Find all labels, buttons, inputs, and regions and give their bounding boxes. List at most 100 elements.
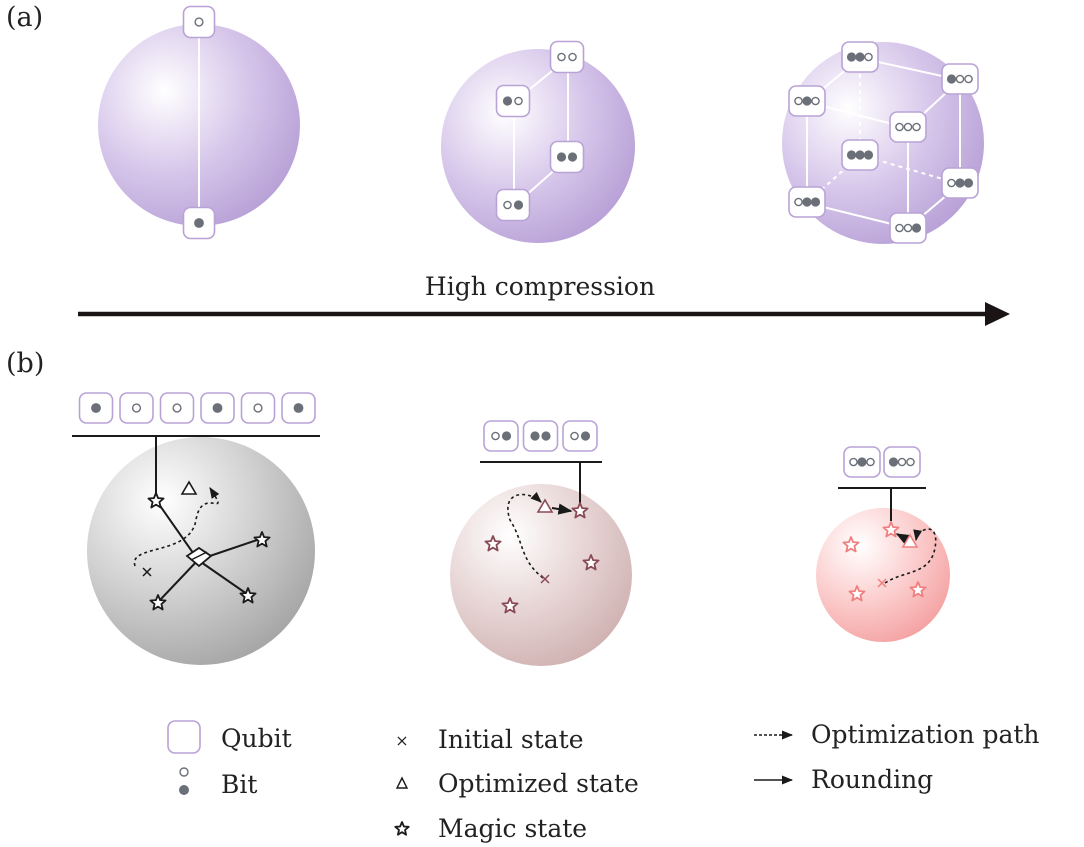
magic-state-star-icon	[882, 521, 900, 538]
optimized-state-triangle-icon	[180, 480, 198, 495]
bit-empty-icon	[947, 178, 956, 188]
bit-filled-icon	[911, 223, 922, 233]
bit-filled-icon	[857, 457, 867, 467]
magic-state-star-icon	[394, 821, 410, 836]
legend-qubit-label: Qubit	[221, 724, 292, 753]
bit-filled-icon	[567, 152, 578, 162]
sphere-two-qubit	[441, 49, 635, 243]
bit-empty-icon	[794, 197, 803, 207]
initial-state-cross-icon	[877, 578, 887, 588]
bit-empty-icon	[557, 52, 566, 62]
magic-state-star-icon	[842, 536, 860, 553]
legend-qubit-swatch	[167, 720, 201, 754]
magic-state-star-icon	[239, 587, 257, 604]
legend-star-icon	[394, 821, 410, 836]
bit-empty-icon	[570, 431, 579, 441]
qubit-tile	[889, 212, 927, 244]
bit-empty-icon	[568, 52, 577, 62]
legend-initial-label: Initial state	[438, 725, 583, 754]
qubit-tile	[788, 186, 826, 218]
bit-filled-icon	[888, 457, 899, 467]
bit-filled-icon	[530, 431, 540, 441]
bit-filled-icon	[802, 96, 812, 106]
qubit-tile	[522, 420, 559, 452]
qubit-tile	[495, 188, 531, 222]
panel-label-a: (a)	[6, 2, 43, 33]
qubit-tile	[240, 392, 276, 424]
bit-empty-icon	[849, 457, 858, 467]
qubit-tile	[843, 446, 881, 478]
qubit-tile	[549, 140, 585, 174]
qubit-tile	[483, 420, 519, 452]
qubit-tile	[78, 392, 114, 424]
legend-magic-label: Magic state	[438, 814, 587, 843]
legend-bit-empty-icon	[179, 767, 189, 777]
legend-path-label: Optimization path	[811, 720, 1040, 749]
qubit-tile	[889, 111, 927, 143]
legend-optimized-label: Optimized state	[438, 769, 639, 798]
magic-state-star-icon	[484, 535, 502, 552]
bit-filled-icon	[293, 403, 304, 413]
bit-filled-icon	[502, 96, 513, 106]
bit-filled-icon	[513, 200, 524, 210]
bit-empty-icon	[253, 403, 263, 413]
initial-state-cross-icon	[142, 567, 152, 577]
qubit-tile	[182, 206, 216, 240]
bit-empty-icon	[194, 17, 204, 27]
bit-filled-icon	[580, 431, 591, 441]
magic-state-star-icon	[848, 585, 866, 602]
optimization-path	[507, 491, 544, 579]
bit-empty-icon	[514, 96, 523, 106]
legend-cross-icon: ×	[395, 731, 408, 750]
bit-filled-icon	[212, 403, 223, 413]
qubit-tile	[281, 392, 316, 424]
legend-rounding-label: Rounding	[811, 765, 933, 794]
magic-state-star-icon	[909, 581, 927, 598]
bit-filled-icon	[846, 150, 857, 160]
bit-empty-icon	[491, 431, 500, 441]
qubit-tile	[841, 41, 879, 73]
bit-empty-icon	[866, 457, 875, 467]
qubit-tile	[941, 167, 979, 199]
compression-arrow-head	[985, 302, 1010, 326]
bit-empty-icon	[794, 96, 803, 106]
bit-empty-icon	[864, 52, 873, 62]
bit-filled-icon	[946, 74, 957, 84]
legend-bit-filled-icon	[179, 785, 189, 795]
state-markers	[142, 480, 927, 614]
magic-state-star-icon	[147, 492, 165, 509]
bit-filled-icon	[91, 403, 101, 413]
magic-state-star-icon	[501, 597, 519, 614]
bit-empty-icon	[172, 403, 182, 413]
rounding-arrow	[551, 503, 573, 515]
optimized-state-triangle-icon	[901, 533, 919, 548]
bit-empty-icon	[895, 122, 904, 132]
panel-label-b: (b)	[6, 348, 44, 379]
bit-empty-icon	[503, 200, 512, 210]
qubit-tile	[841, 139, 879, 171]
bit-filled-icon	[810, 197, 821, 207]
optimization-path	[884, 528, 937, 584]
qubit-tile	[562, 420, 598, 452]
bit-empty-icon	[811, 96, 820, 106]
rounding-diamond-line	[190, 551, 208, 561]
bit-filled-icon	[863, 150, 874, 160]
bit-filled-icon	[556, 152, 567, 162]
qubit-tile	[549, 40, 585, 74]
qubit-tile	[159, 392, 195, 424]
bit-filled-icon	[541, 431, 551, 441]
bit-filled-icon	[846, 52, 857, 62]
qubit-tile	[182, 5, 216, 39]
qubit-tiles-panel-b	[78, 392, 921, 478]
qubit-tiles-panel-a	[182, 5, 979, 244]
qubit-tile	[495, 84, 531, 118]
optimization-path	[133, 487, 220, 567]
bit-empty-icon	[903, 122, 913, 132]
bit-filled-icon	[802, 197, 812, 207]
bit-filled-icon	[855, 150, 865, 160]
magic-state-star-icon	[253, 531, 271, 548]
legend: Qubit Bit × Initial state Optimized stat…	[167, 720, 1040, 843]
bit-filled-icon	[955, 178, 965, 188]
bit-filled-icon	[194, 218, 204, 228]
